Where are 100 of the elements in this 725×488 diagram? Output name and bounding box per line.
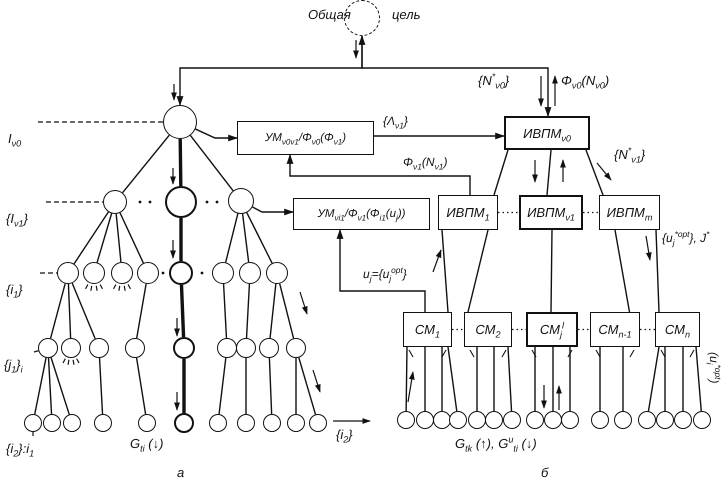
connector-line — [648, 346, 660, 412]
arrow — [374, 132, 505, 140]
leader-line — [34, 350, 39, 353]
tree-node-circle — [174, 413, 194, 433]
formula-label: Φ$_{ν0}$(N$_{ν0}$) — [561, 74, 610, 89]
tree-node-circle — [259, 338, 279, 358]
connector-line — [222, 284, 228, 338]
tree-node-circle — [61, 338, 81, 358]
level-label: {j$_{1}$}$_{i}$ — [4, 352, 34, 372]
module-box: УМ$_{νi1}$/Φ$_{ν1}$(Φ$_{i1}$(u$_{j}$)) — [293, 198, 430, 230]
dotted-connector — [578, 328, 590, 330]
dotted-connector — [452, 328, 464, 330]
level-label: I$_{ν0}$ — [8, 122, 38, 146]
goal-label: цель — [392, 8, 420, 23]
connector-line — [493, 150, 509, 196]
tree-node-circle — [693, 411, 711, 429]
connector-line — [682, 347, 684, 411]
connector-line — [441, 230, 449, 312]
tree-node-circle — [239, 262, 261, 284]
bold-connector — [180, 284, 186, 338]
tree-node-circle — [163, 105, 197, 139]
module-box: ИВПМ$_{1}$ — [438, 195, 498, 230]
connector-line — [546, 150, 552, 196]
connector-line — [664, 347, 666, 411]
connector-line — [622, 347, 624, 411]
tree-node-circle — [591, 411, 609, 429]
formula-label: {N$^{*}$$_{ν1}$} — [614, 148, 646, 163]
tree-node-circle — [165, 186, 197, 218]
connector-line — [424, 347, 426, 411]
arrow — [336, 229, 426, 312]
connector-line — [614, 230, 630, 312]
leader-line — [40, 272, 57, 274]
connector-line — [695, 346, 702, 412]
connector-line — [441, 347, 443, 411]
leader-line — [38, 121, 163, 123]
tree-node-circle — [103, 190, 127, 214]
connector-line — [246, 212, 273, 264]
tree-node-circle — [57, 262, 79, 284]
connector-line — [569, 347, 571, 411]
connector-line — [136, 284, 147, 338]
level-label: {i$_{2}$}:i$_{1}$ — [6, 436, 54, 456]
tree-node-circle — [212, 262, 234, 284]
tree-node-circle — [433, 411, 451, 429]
arrow — [195, 128, 238, 142]
tree-node-circle — [138, 414, 156, 432]
formula-label: {u$_{j}$$^{*opt}$}, J$^{*}$ — [662, 232, 710, 246]
module-box: ИВПМ$_{ν1}$ — [519, 195, 583, 230]
connector-line — [136, 358, 146, 414]
level-label: {I$_{ν1}$} — [6, 202, 46, 226]
connector-line — [242, 214, 250, 262]
module-box: ИВПМ$_{m}$ — [599, 195, 660, 230]
arrow — [286, 154, 471, 195]
tree-node-circle — [503, 411, 521, 429]
connector-line — [599, 347, 601, 411]
tree-node-circle — [38, 338, 58, 358]
tree-node-circle — [309, 414, 327, 432]
tree-node-circle — [24, 414, 42, 432]
formula-label: G$_{ti}$ (↓) — [130, 437, 164, 452]
connector-line — [269, 284, 277, 338]
tree-node-circle — [236, 338, 256, 358]
connector-line — [405, 347, 408, 411]
module-box: СМ$_{2}$ — [464, 312, 512, 347]
connector-line — [72, 282, 96, 340]
tree-node-circle — [63, 414, 81, 432]
tree-node-circle — [286, 338, 306, 358]
connector-line — [279, 284, 294, 338]
tree-node-circle — [173, 337, 195, 359]
tree-node-circle — [287, 414, 305, 432]
tree-node-circle — [449, 411, 467, 429]
edge-label: Φ$_{ν1}$(N$_{ν1}$) — [402, 156, 448, 170]
connector-line — [493, 347, 495, 411]
tree-node-circle — [561, 411, 579, 429]
connector-line — [467, 230, 489, 312]
connector-line — [68, 284, 72, 338]
tree-node-circle — [217, 338, 237, 358]
level-label: {i$_{1}$} — [6, 273, 40, 297]
connector-line — [119, 212, 144, 264]
connector-line — [73, 212, 109, 264]
connector-line — [507, 346, 512, 412]
tree-node-circle — [43, 414, 61, 432]
connector-line — [550, 230, 553, 312]
tree-node-circle — [111, 262, 133, 284]
tree-node-circle — [237, 414, 255, 432]
module-box: СМ$_{n-1}$ — [590, 312, 640, 347]
tree-node-circle — [656, 411, 674, 429]
module-box: СМ$_{n}$ — [655, 312, 700, 347]
tree-node-circle — [485, 411, 503, 429]
tree-node-circle — [416, 411, 434, 429]
connector-line — [245, 358, 247, 414]
tree-node-circle — [614, 411, 632, 429]
connector-line — [476, 347, 478, 411]
tree-node-circle — [674, 411, 692, 429]
connector-line — [96, 213, 112, 263]
goal-label: Общая — [308, 8, 351, 23]
tree-node-circle — [209, 414, 227, 432]
edge-label: u$_{j}$={u$_{j}$$^{opt}$} — [362, 268, 408, 282]
level-label: {i$_{2}$} — [336, 428, 353, 443]
module-box: ИВПМ$_{ν0}$ — [504, 116, 590, 150]
connector-line — [246, 284, 250, 338]
leader-line — [32, 432, 34, 436]
